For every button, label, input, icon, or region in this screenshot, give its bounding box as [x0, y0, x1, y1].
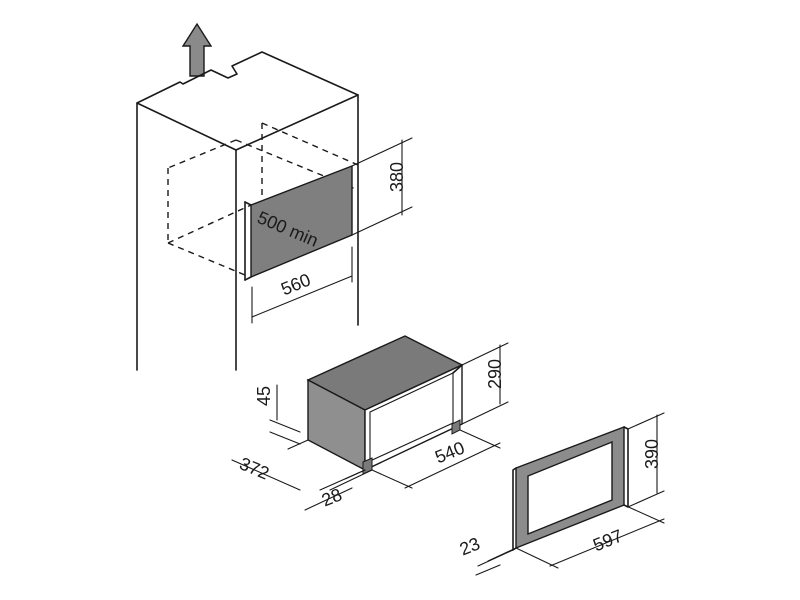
dimension-frame-depth: 23	[457, 533, 517, 576]
trim-frame	[512, 425, 629, 551]
appliance-unit	[306, 335, 464, 475]
dimension-front-thickness: 28	[304, 469, 373, 511]
dimension-label-cutout-width: 560	[278, 270, 313, 300]
cutout-hidden-edges	[167, 122, 359, 276]
dimension-front-offset: 45	[254, 384, 301, 445]
dimension-label-frame-height: 390	[642, 439, 662, 469]
dimension-label-unit-height: 290	[485, 359, 505, 389]
dimension-unit-height: 290	[461, 342, 509, 425]
dimension-label-frame-depth: 23	[457, 533, 483, 559]
cabinet-column	[136, 51, 359, 371]
dimension-frame-height: 390	[627, 412, 665, 508]
dimension-label-unit-width: 540	[432, 438, 467, 468]
ventilation-arrow-icon	[181, 22, 213, 77]
dimension-label-frame-width: 597	[590, 526, 625, 556]
dimension-label-front-offset: 45	[254, 386, 274, 406]
dimension-label-unit-depth: 372	[237, 453, 272, 483]
dimension-cutout-height: 380	[351, 137, 413, 236]
dimension-label-cutout-height: 380	[387, 162, 407, 192]
